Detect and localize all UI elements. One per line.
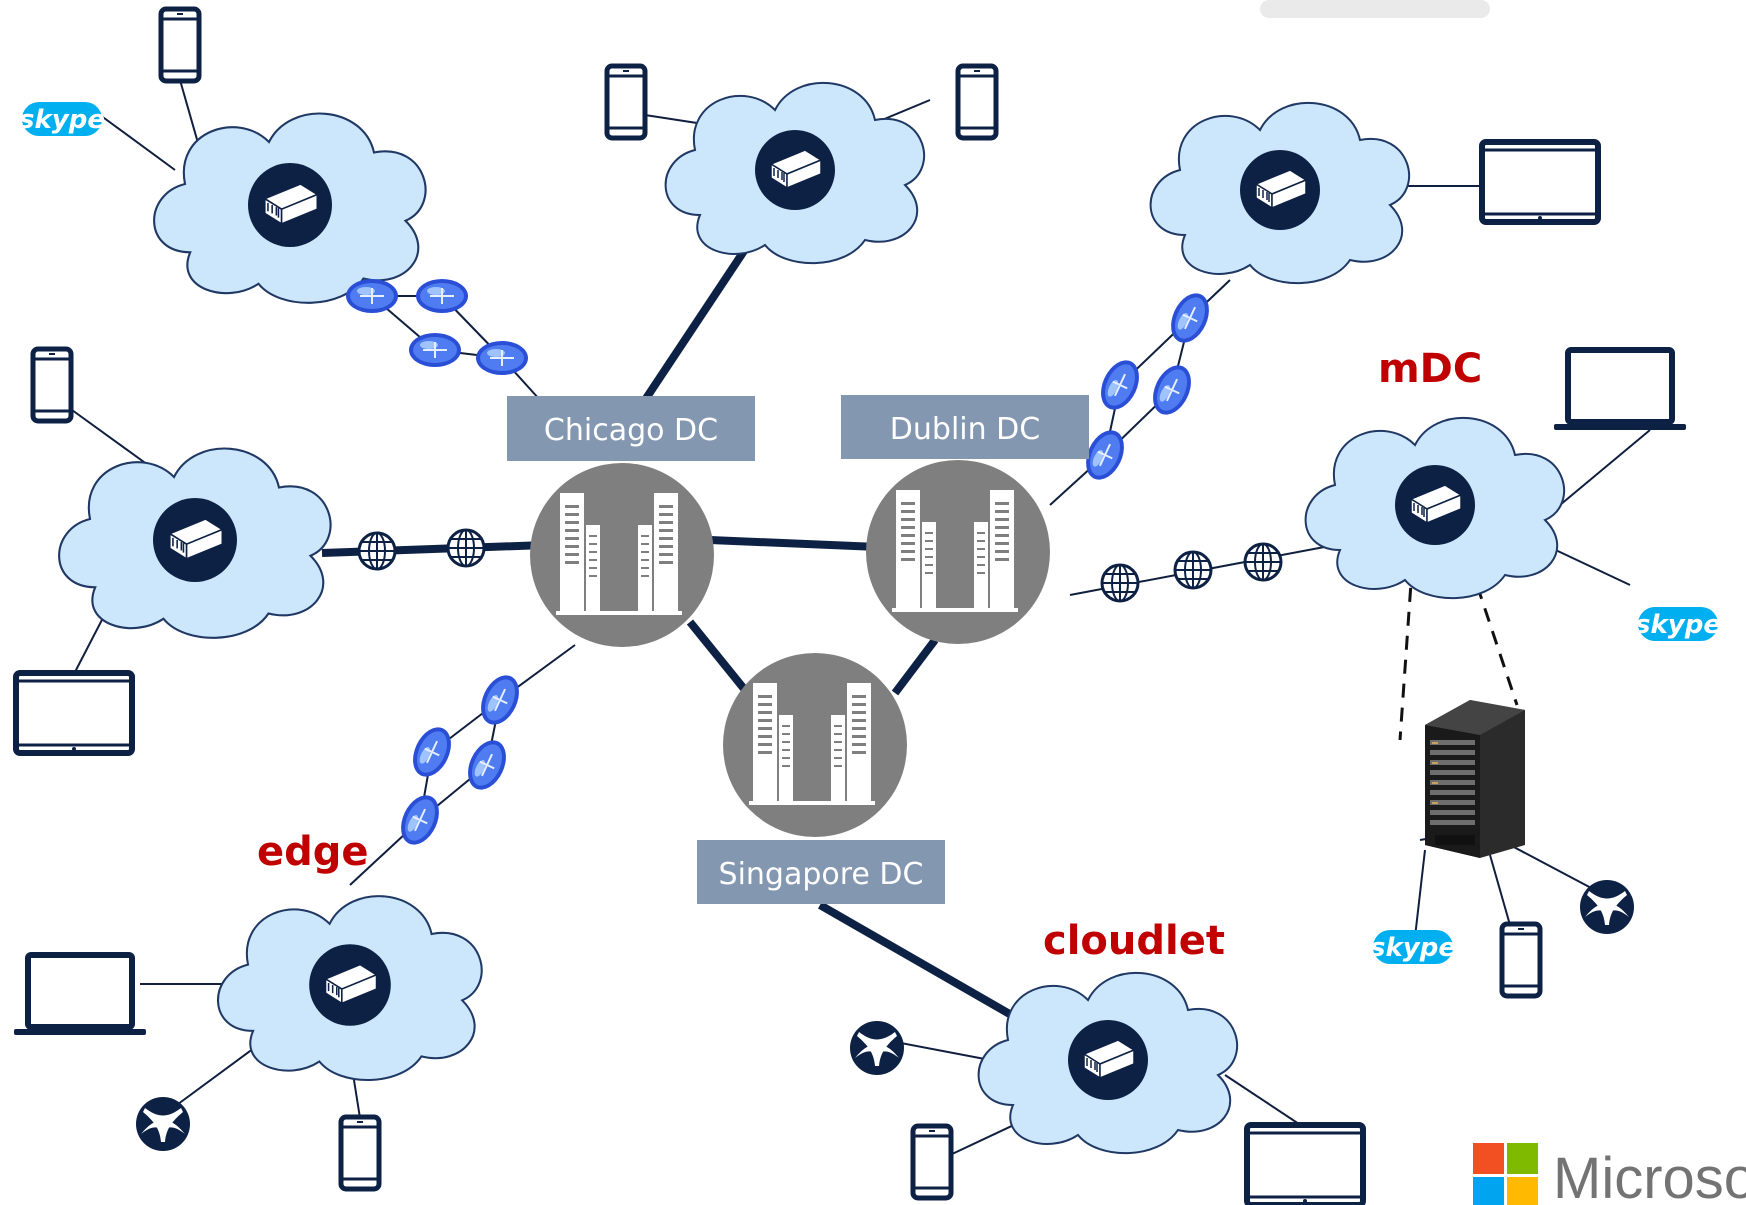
network-switch-icon [308,943,392,1027]
network-switch-icon [1394,464,1476,546]
label-edge: edge [257,829,369,875]
dc-label-box [697,840,945,904]
cloud-edge[interactable] [216,895,483,1082]
globe-icon [1243,542,1283,582]
phone-icon[interactable] [161,9,199,81]
cloud-mid-left[interactable] [58,447,332,639]
label-cloudlet: cloudlet [1043,918,1225,964]
phone-icon[interactable] [958,66,996,138]
datacenter-icon [530,463,714,647]
dc-label-chicago: Chicago DC [544,413,718,448]
router-icon [404,720,460,784]
dc-label-box [841,395,1089,459]
label-mdc: mDC [1378,346,1482,392]
router-icon [475,340,529,376]
phone-icon[interactable] [1502,924,1540,996]
globe-icon [357,531,397,571]
laptop-icon[interactable] [1554,350,1686,430]
dc-label-singapore: Singapore DC [719,857,924,892]
router-chain-bottom-left [392,668,528,852]
datacenter-chicago[interactable]: Chicago DC [507,396,755,647]
phone-icon[interactable] [33,349,71,421]
network-switch-icon [1067,1019,1149,1101]
svg-text:skype: skype [1370,933,1456,963]
svg-text:skype: skype [1635,610,1721,640]
cloud-mdc[interactable] [1304,416,1566,600]
globe-icon [1173,550,1213,590]
router-icon [459,733,515,797]
cloud-cloudlet[interactable] [977,971,1239,1155]
network-switch-icon [247,162,333,248]
router-icon [345,278,399,314]
router-icon [1162,286,1218,350]
tablet-icon[interactable] [1247,1125,1363,1205]
router-icon [408,332,462,368]
server-rack-icon[interactable] [1425,700,1525,858]
xbox-icon[interactable] [850,1021,904,1075]
tablet-icon[interactable] [1482,142,1598,222]
laptop-icon[interactable] [14,955,146,1035]
network-switch-icon [152,497,238,583]
router-chain-top-left [345,278,529,376]
dc-label-box [507,396,755,461]
globe-icon [1100,563,1140,603]
microsoft-logo: Microso [1473,1143,1746,1205]
datacenter-dublin[interactable]: Dublin DC [841,395,1089,644]
phone-icon[interactable] [607,66,645,138]
network-switch-icon [754,129,836,211]
phone-icon[interactable] [913,1126,951,1198]
cloud-top-left[interactable] [153,112,427,304]
router-icon [415,278,469,314]
datacenter-icon [723,653,907,837]
cloud-top-center[interactable] [664,81,926,265]
skype-logo: skype [1635,607,1721,641]
microsoft-wordmark: Microso [1553,1146,1746,1205]
datacenter-icon [866,460,1050,644]
cloud-top-right[interactable] [1149,101,1411,285]
router-icon [1092,353,1148,417]
router-icon [1144,358,1200,422]
skype-logo: skype [19,102,105,136]
skype-logo: skype [1370,930,1456,964]
decorative-shadow [1260,0,1490,18]
tablet-icon[interactable] [16,673,132,753]
router-icon [392,788,448,852]
router-icon [472,668,528,732]
network-switch-icon [1239,149,1321,231]
dc-label-dublin: Dublin DC [890,412,1040,447]
datacenter-singapore[interactable]: Singapore DC [697,653,945,904]
globe-icon [446,528,486,568]
router-chain-right [1077,286,1218,487]
svg-text:skype: skype [19,105,105,135]
phone-icon[interactable] [341,1117,379,1189]
xbox-icon[interactable] [136,1097,190,1151]
xbox-icon[interactable] [1580,880,1634,934]
